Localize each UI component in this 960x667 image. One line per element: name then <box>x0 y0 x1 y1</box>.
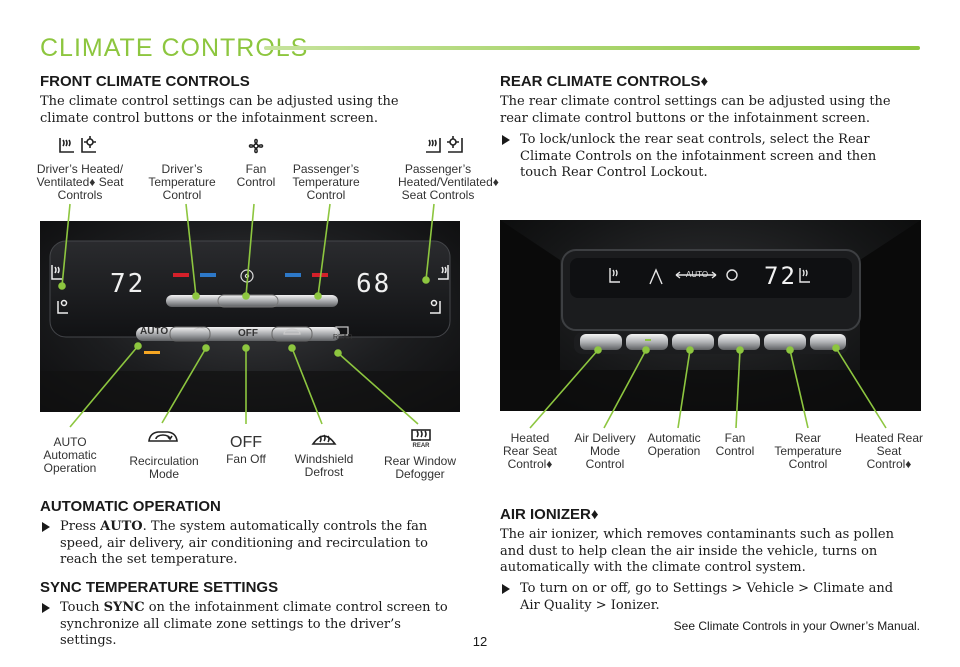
front-right-temp: 68 <box>356 269 392 299</box>
label-rear-automatic: Automatic Operation <box>647 431 701 458</box>
label-driver-temp: Driver’s Temperature Control <box>148 162 216 202</box>
passenger-seat-icon <box>426 136 463 153</box>
rear-panel-art <box>500 220 921 411</box>
label-heated-right: Heated Rear Seat Control♦ <box>854 431 924 471</box>
rear-temp: 72 <box>764 262 797 290</box>
rear-icon-text: REAR <box>412 443 430 449</box>
automatic-heading: AUTOMATIC OPERATION <box>40 498 221 515</box>
label-auto: AUTO Automatic Operation <box>43 435 97 475</box>
title-rule <box>264 46 920 50</box>
bullet-arrow-icon <box>42 522 50 532</box>
label-windshield: Windshield Defrost <box>294 452 354 479</box>
fan-icon <box>248 138 264 154</box>
footer-note: See Climate Controls in your Owner’s Man… <box>673 619 920 633</box>
front-heading: FRONT CLIMATE CONTROLS <box>40 73 250 90</box>
label-recirc: Recirculation Mode <box>129 454 199 481</box>
recirculation-icon <box>148 431 178 442</box>
front-intro: The climate control settings can be adju… <box>40 94 399 126</box>
label-fan: Fan Control <box>236 162 276 189</box>
label-rear-temp: Rear Temperature Control <box>774 431 842 471</box>
rear-auto-text: AUTO <box>686 270 709 279</box>
bullet-arrow-icon <box>42 603 50 613</box>
label-driver-seat: Driver’s Heated/ Ventilated♦ Seat Contro… <box>36 162 124 202</box>
label-passenger-seat: Passenger’s Heated/Ventilated♦ Seat Cont… <box>398 162 499 202</box>
label-heated-left: Heated Rear Seat Control♦ <box>502 431 558 471</box>
page-title: CLIMATE CONTROLS <box>40 34 309 62</box>
ionizer-intro: The air ionizer, which removes contamina… <box>500 527 894 575</box>
off-glyph: OFF <box>230 434 262 451</box>
label-air-delivery: Air Delivery Mode Control <box>574 431 636 471</box>
sync-heading: SYNC TEMPERATURE SETTINGS <box>40 579 279 596</box>
page-number: 12 <box>472 634 488 649</box>
label-rear-window: Rear Window Defogger <box>383 454 457 481</box>
rear-intro: The rear climate control settings can be… <box>500 94 891 126</box>
front-control-panel: 72 68 AUTO OFF REAR <box>40 221 460 412</box>
bullet-arrow-icon <box>502 135 510 145</box>
label-fan-off: Fan Off <box>226 452 266 466</box>
front-rear-button: REAR <box>333 334 353 341</box>
windshield-defrost-icon <box>311 434 337 445</box>
automatic-bullet: Press AUTO. The system automatically con… <box>40 519 450 569</box>
front-left-temp: 72 <box>110 269 146 299</box>
ionizer-heading: AIR IONIZER♦ <box>500 506 599 523</box>
bullet-arrow-icon <box>502 584 510 594</box>
rear-heading: REAR CLIMATE CONTROLS♦ <box>500 73 709 90</box>
front-panel-art <box>40 240 460 412</box>
label-passenger-temp: Passenger’s Temperature Control <box>292 162 360 202</box>
rear-defog-icon <box>411 429 431 441</box>
driver-seat-icon <box>59 136 96 153</box>
rear-control-panel: AUTO 72 <box>500 220 921 411</box>
label-rear-fan: Fan Control <box>715 431 755 458</box>
front-off-button: OFF <box>238 328 258 339</box>
rear-bullet: To lock/unlock the rear seat controls, s… <box>500 132 910 182</box>
front-auto-button: AUTO <box>140 326 169 337</box>
ionizer-bullet: To turn on or off, go to Settings > Vehi… <box>500 581 910 614</box>
sync-bullet: Touch SYNC on the infotainment climate c… <box>40 600 450 650</box>
